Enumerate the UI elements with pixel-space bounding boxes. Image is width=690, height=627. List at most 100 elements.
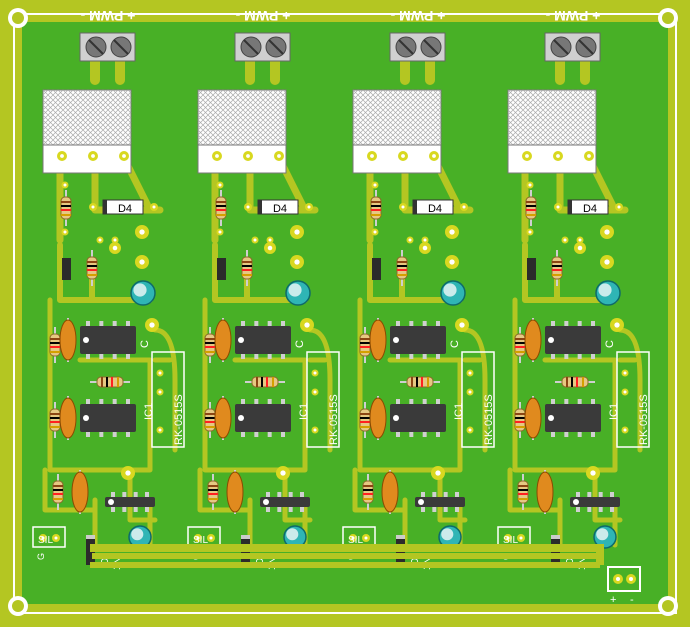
heatsink-hatch — [372, 89, 429, 146]
heatsink-hatch — [587, 136, 597, 146]
pad-drill — [125, 470, 131, 476]
heatsink-hatch — [507, 89, 514, 96]
heatsink-hatch — [407, 111, 442, 146]
bottom-diode-label: D — [255, 558, 266, 565]
heatsink-hatch — [352, 89, 374, 111]
input-resistor-2 — [359, 402, 371, 438]
resistor-band — [50, 338, 60, 340]
power-connector: + - — [607, 566, 641, 606]
pad-drill — [614, 322, 620, 328]
bias-resistor — [400, 376, 440, 388]
heatsink-hatch — [352, 89, 379, 116]
heatsink-hatch — [42, 89, 79, 126]
heatsink-hatch — [197, 89, 219, 111]
resistor-band — [87, 274, 97, 276]
electrolytic-capacitor-upper — [595, 280, 621, 306]
resistor-band — [363, 498, 373, 500]
resistor-band — [526, 205, 536, 207]
resistor-band — [397, 269, 407, 271]
pad-drill — [364, 536, 368, 540]
pad-drill — [267, 245, 273, 251]
heatsink-hatch — [552, 89, 597, 134]
resistor-band — [526, 214, 536, 216]
cap-label: C — [139, 340, 151, 348]
resistor-band — [552, 274, 562, 276]
resistor-band — [242, 265, 252, 267]
heatsink-hatch — [587, 89, 597, 99]
resistor-band — [526, 201, 536, 203]
heatsink-hatch — [92, 106, 132, 146]
heatsink-hatch — [542, 89, 597, 144]
resistor-band — [371, 214, 381, 216]
electrolytic-capacitor-lower — [128, 525, 152, 549]
resistor-band — [50, 426, 60, 428]
pad-drill — [294, 259, 300, 265]
heatsink-hatch — [247, 89, 287, 129]
heatsink-hatch — [197, 89, 209, 101]
resistor-band — [208, 493, 218, 495]
resistor-band — [371, 201, 381, 203]
pad-drill — [98, 238, 102, 242]
pad-drill — [218, 230, 222, 234]
heatsink-hatch — [507, 89, 544, 126]
resistor-band — [101, 377, 103, 387]
screw-slot — [243, 39, 259, 55]
ic-body — [545, 326, 601, 354]
zener-diode — [217, 258, 226, 280]
heatsink-hatch — [527, 89, 584, 146]
pad-drill — [91, 154, 95, 158]
pad-drill — [506, 536, 510, 540]
diode-top — [102, 199, 144, 215]
resistor-band — [518, 489, 528, 491]
bottom-diode-band — [86, 535, 95, 539]
heatsink-hatch — [352, 89, 404, 141]
resistor-band — [87, 261, 97, 263]
resistor-band — [53, 489, 63, 491]
ic-notch — [238, 415, 244, 421]
ic-pin — [300, 507, 304, 512]
pad-drill — [449, 229, 455, 235]
resistor-band — [552, 269, 562, 271]
heatsink-hatch — [97, 111, 132, 146]
heatsink-hatch — [117, 131, 132, 146]
ceramic-capacitor-1 — [369, 318, 387, 362]
ic-pin — [577, 399, 582, 404]
heatsink-hatch — [432, 89, 442, 99]
ic-pin — [409, 399, 414, 404]
electrolytic-capacitor-lower — [593, 525, 617, 549]
ic-pin — [551, 432, 555, 437]
screw-slot — [423, 39, 439, 55]
pad-drill — [623, 390, 627, 394]
resistor-band — [360, 417, 370, 419]
bottom-diode-label: D — [410, 558, 421, 565]
pad-drill — [462, 205, 466, 209]
pad-drill — [432, 154, 436, 158]
ic-pin — [254, 321, 259, 326]
gate-resistor — [215, 190, 227, 226]
ic-pin — [422, 321, 427, 326]
ic-pin — [587, 507, 592, 512]
ceramic-capacitor-2 — [214, 396, 232, 440]
resistor-band — [272, 377, 274, 387]
capacitor-body — [71, 471, 89, 513]
optocoupler-ic — [545, 321, 601, 359]
capacitor-body — [524, 319, 542, 361]
resistor-band — [515, 342, 525, 344]
pad-drill — [152, 205, 156, 209]
heatsink-hatch — [72, 89, 129, 146]
resistor-band — [261, 377, 263, 387]
ic-pin — [422, 432, 427, 437]
heatsink-hatch — [542, 91, 597, 146]
heatsink-hatch — [417, 89, 442, 114]
heatsink-hatch — [42, 89, 49, 96]
mosfet-outline — [42, 144, 132, 174]
ic-pin — [281, 321, 285, 326]
ic-body — [235, 404, 291, 432]
ic-pin — [564, 321, 569, 326]
pad-drill — [468, 390, 472, 394]
resistor-body — [561, 376, 589, 388]
sil-pin-label: G — [36, 553, 46, 560]
ic-pin — [576, 507, 580, 512]
ic-notch — [548, 415, 554, 421]
pad-drill — [313, 428, 317, 432]
